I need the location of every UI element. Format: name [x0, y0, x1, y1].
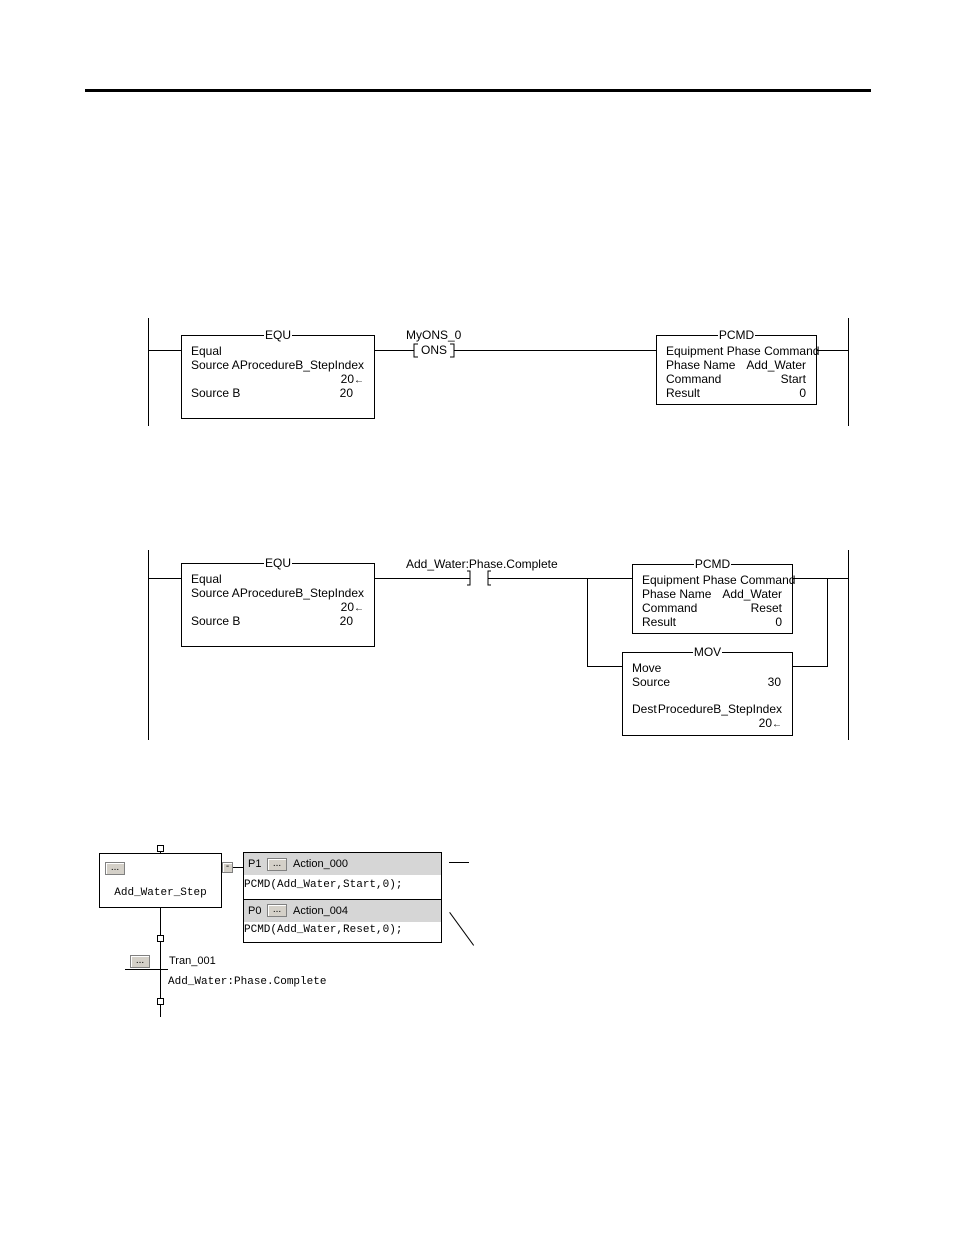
wire — [233, 867, 243, 868]
right-power-rail — [848, 550, 849, 740]
branch-wire — [827, 578, 828, 667]
instruction-name: PCMD — [693, 557, 732, 571]
instruction-description: Equipment Phase Command — [642, 573, 796, 587]
action-code[interactable]: PCMD(Add_Water,Reset,0); — [244, 924, 403, 936]
wire — [148, 578, 182, 579]
step-top-connector[interactable] — [157, 845, 164, 852]
phase-name-value: Add_Water — [746, 358, 806, 372]
action-name: Action_000 — [293, 858, 349, 870]
source-b-value: 20 — [339, 386, 353, 400]
left-power-rail — [148, 550, 149, 740]
source-a-label: Source A — [191, 586, 240, 600]
examine-on-contact-icon[interactable] — [466, 570, 492, 586]
transition-name: Tran_001 — [169, 955, 216, 967]
collapse-actions-toggle[interactable]: - — [222, 862, 233, 873]
arrow-left-icon: ← — [354, 603, 364, 614]
action-header[interactable] — [244, 853, 441, 875]
source-label: Source — [632, 675, 671, 689]
arrow-left-icon: ← — [772, 719, 782, 730]
wire — [374, 350, 414, 351]
wire — [374, 578, 470, 579]
source-b-label: Source B — [191, 386, 241, 400]
source-a-value: 20 — [340, 600, 354, 614]
transition-condition[interactable]: Add_Water:Phase.Complete — [168, 976, 327, 988]
source-value: 30 — [767, 675, 781, 689]
wire — [454, 350, 657, 351]
instruction-description: Equal — [191, 572, 222, 586]
source-a-value: 20 — [340, 372, 354, 386]
wire — [160, 942, 161, 998]
step-properties-button[interactable]: ... — [105, 862, 125, 875]
instruction-name: PCMD — [717, 328, 756, 342]
command-value: Start — [780, 372, 806, 386]
left-power-rail — [148, 318, 149, 426]
result-value: 0 — [799, 386, 806, 400]
ons-label: ONS — [421, 343, 448, 357]
instruction-description: Move — [632, 661, 662, 675]
action-header[interactable] — [244, 899, 441, 922]
action-qualifier: P1 — [248, 858, 262, 870]
wire — [148, 350, 182, 351]
right-power-rail — [848, 318, 849, 426]
step-name: Add_Water_Step — [114, 887, 207, 899]
pcmd-instruction-block[interactable]: PCMD Equipment Phase Command Phase Name A… — [632, 557, 796, 634]
sfc-step[interactable]: ... Add_Water_Step — [99, 853, 222, 908]
callout-line — [449, 912, 475, 946]
phase-name-value: Add_Water — [722, 587, 782, 601]
result-label: Result — [666, 386, 701, 400]
wire — [160, 1005, 161, 1017]
command-label: Command — [666, 372, 722, 386]
action-list: P1 ... Action_000 PCMD(Add_Water,Start,0… — [243, 852, 442, 943]
result-value: 0 — [775, 615, 782, 629]
branch-wire — [587, 666, 623, 667]
command-label: Command — [642, 601, 698, 615]
transition-properties-button[interactable]: ... — [130, 955, 150, 968]
dest-label: Dest — [632, 702, 657, 716]
arrow-left-icon: ← — [354, 375, 364, 386]
transition-bar[interactable] — [125, 969, 168, 970]
command-value: Reset — [750, 601, 782, 615]
transition-bottom-connector[interactable] — [157, 998, 164, 1005]
xic-tag-label: Add_Water:Phase.Complete — [406, 557, 558, 571]
instruction-name: EQU — [263, 556, 292, 570]
action-code[interactable]: PCMD(Add_Water,Start,0); — [244, 879, 403, 891]
source-a-tag: ProcedureB_StepIndex — [239, 358, 364, 372]
step-bottom-connector[interactable] — [157, 935, 164, 942]
source-a-tag: ProcedureB_StepIndex — [239, 586, 364, 600]
instruction-name: MOV — [692, 645, 723, 659]
wire — [792, 578, 848, 579]
wire — [816, 350, 848, 351]
action-qualifier: P0 — [248, 905, 262, 917]
source-b-label: Source B — [191, 614, 241, 628]
action-properties-button[interactable]: ... — [267, 858, 287, 871]
wire — [488, 578, 633, 579]
ons-tag-label: MyONS_0 — [406, 328, 462, 342]
dest-value: 20 — [758, 716, 772, 730]
action-name: Action_004 — [293, 905, 349, 917]
pcmd-instruction-block[interactable]: PCMD Equipment Phase Command Phase Name A… — [656, 328, 820, 405]
instruction-description: Equal — [191, 344, 222, 358]
branch-wire — [791, 666, 828, 667]
branch-wire — [587, 578, 588, 667]
wire — [160, 908, 161, 935]
instruction-name: EQU — [263, 328, 292, 342]
dest-tag: ProcedureB_StepIndex — [657, 702, 782, 716]
result-label: Result — [642, 615, 677, 629]
header-rule — [85, 89, 871, 92]
wire — [160, 852, 161, 853]
source-b-value: 20 — [339, 614, 353, 628]
phase-name-label: Phase Name — [666, 358, 736, 372]
ons-bracket-icon — [413, 343, 455, 358]
instruction-description: Equipment Phase Command — [666, 344, 820, 358]
callout-line — [449, 862, 469, 863]
source-a-label: Source A — [191, 358, 240, 372]
phase-name-label: Phase Name — [642, 587, 712, 601]
action-properties-button[interactable]: ... — [267, 904, 287, 917]
